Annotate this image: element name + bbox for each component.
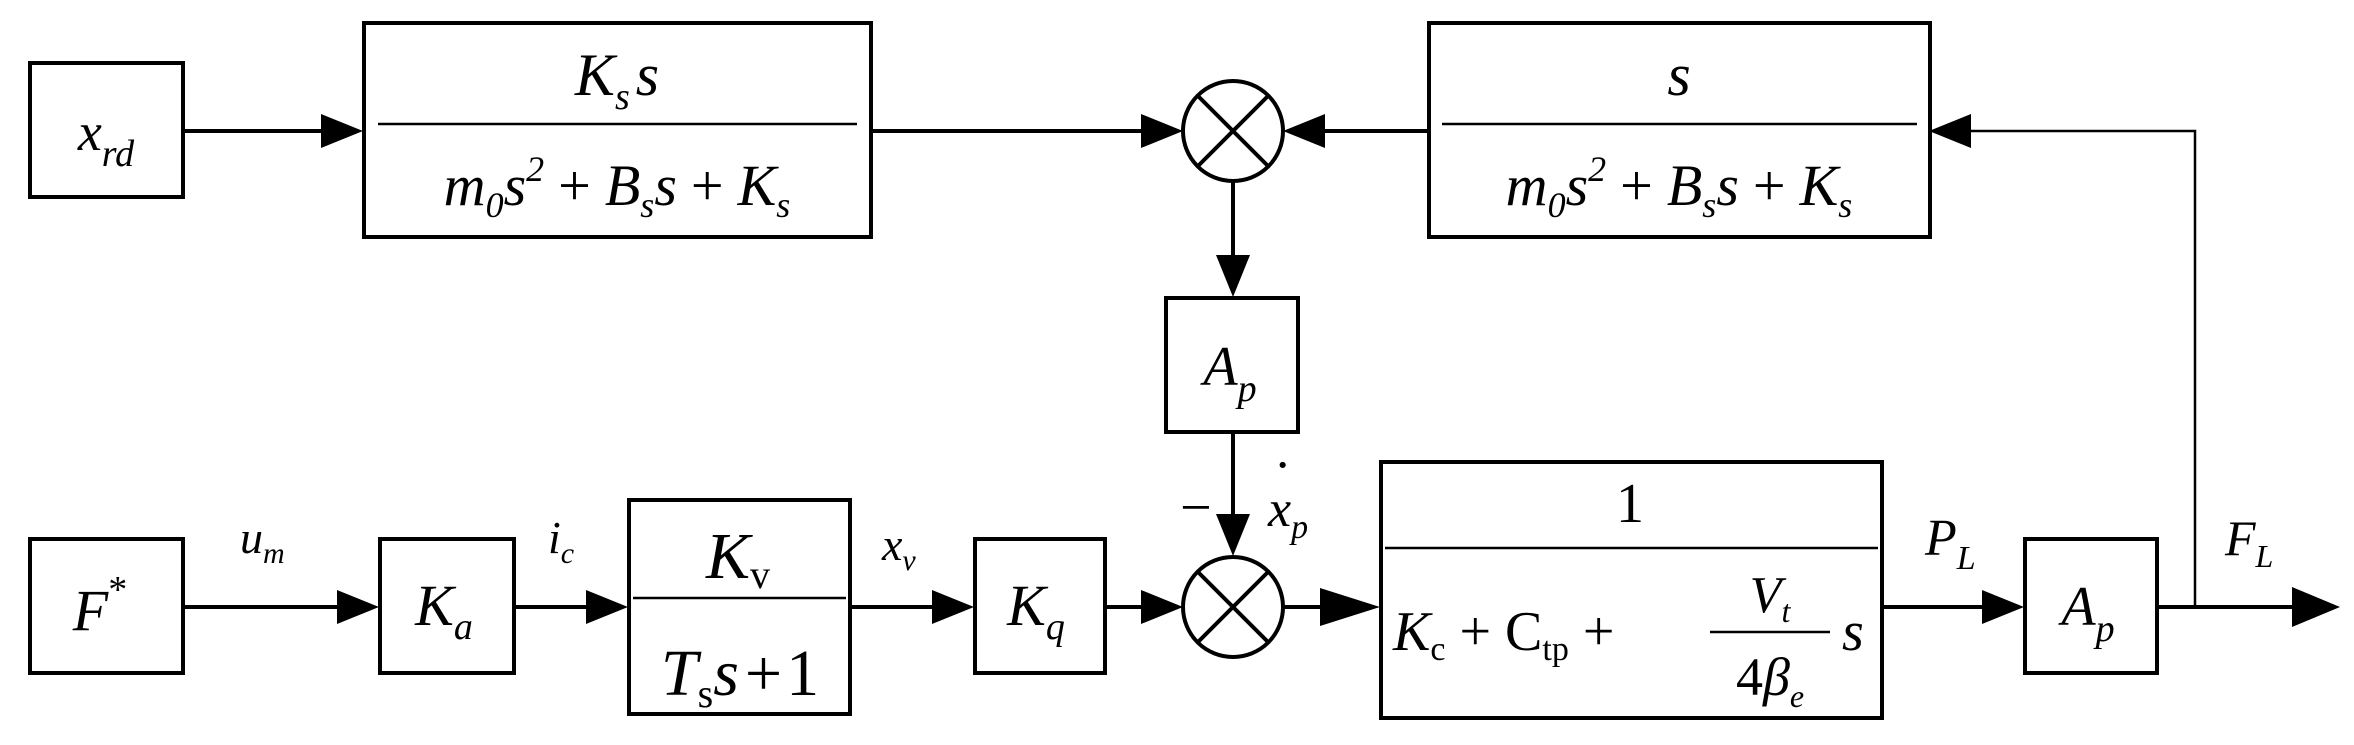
line-feedback-FL (1965, 129, 2197, 607)
signal-xp-dot: xp · (1267, 437, 1308, 546)
arrow-into-summer-top-left (1141, 114, 1183, 148)
arrow-into-ka (337, 590, 379, 624)
summing-junction-top (1181, 79, 1285, 183)
upper-right-numerator: s (1667, 42, 1690, 108)
upper-left-denominator: m0s2+Bss+Ks (444, 149, 791, 225)
signal-ic: ic (548, 512, 574, 570)
block-kq: Kq (973, 537, 1107, 675)
svg-text:Ap: Ap (2057, 576, 2114, 650)
block-ap-mid: Ap (1164, 296, 1300, 434)
svg-text:4βe: 4βe (1736, 647, 1804, 714)
block-ap-out: Ap (2023, 537, 2159, 675)
arrow-into-ap-mid (1216, 255, 1250, 297)
svg-text:Kq: Kq (1006, 573, 1065, 648)
load-denominator: Kc+Ctp+ Vt 4βe s (1392, 567, 1864, 714)
block-xrd: xrd (28, 61, 185, 199)
load-numerator: 1 (1616, 473, 1644, 535)
xrd-sub: rd (102, 133, 135, 175)
arrow-into-summer-bottom (1216, 514, 1250, 556)
arrow-into-valve (586, 590, 628, 624)
signal-FL: FL (2224, 510, 2273, 574)
svg-text:Kc+Ctp+: Kc+Ctp+ (1392, 601, 1614, 668)
arrow-into-ap-out (1982, 590, 2024, 624)
arrow-into-upper-right-tf (1929, 114, 1971, 148)
arrow-into-kq (932, 590, 974, 624)
block-ka: Ka (378, 537, 516, 675)
xrd-main: x (77, 102, 102, 162)
block-fstar: F* (28, 537, 185, 675)
svg-text:Ka: Ka (414, 573, 473, 648)
svg-text:Ap: Ap (1199, 336, 1256, 410)
svg-text:xrd: xrd (77, 102, 135, 175)
arrow-into-summer-top-right (1283, 114, 1325, 148)
svg-text:s: s (1842, 601, 1864, 663)
xp-dot-accent: · (1274, 437, 1291, 494)
block-load-tf: 1 Kc+Ctp+ Vt 4βe s (1379, 460, 1884, 720)
valve-numerator: Kv (705, 520, 770, 597)
arrow-output-FL (2292, 587, 2340, 627)
signal-xv: xv (881, 519, 916, 577)
upper-right-denominator: m0s2+Bss+Ks (1506, 149, 1853, 225)
block-valve-tf: Kv Tss+1 (627, 498, 852, 716)
block-upper-right-tf: s m0s2+Bss+Ks (1427, 21, 1932, 239)
arrow-into-summer-bottom-left (1141, 590, 1183, 624)
signal-um: um (240, 512, 285, 570)
arrow-into-upper-left-tf (321, 114, 363, 148)
signal-PL: PL (1924, 510, 1976, 577)
arrow-into-load-tf (1320, 588, 1380, 626)
svg-text:F*: F* (72, 569, 127, 643)
valve-denominator: Tss+1 (661, 637, 819, 716)
svg-text:xp: xp (1267, 481, 1308, 546)
summing-junction-bottom (1181, 555, 1285, 659)
minus-sign: − (1180, 477, 1212, 539)
svg-text:Vt: Vt (1750, 567, 1792, 629)
